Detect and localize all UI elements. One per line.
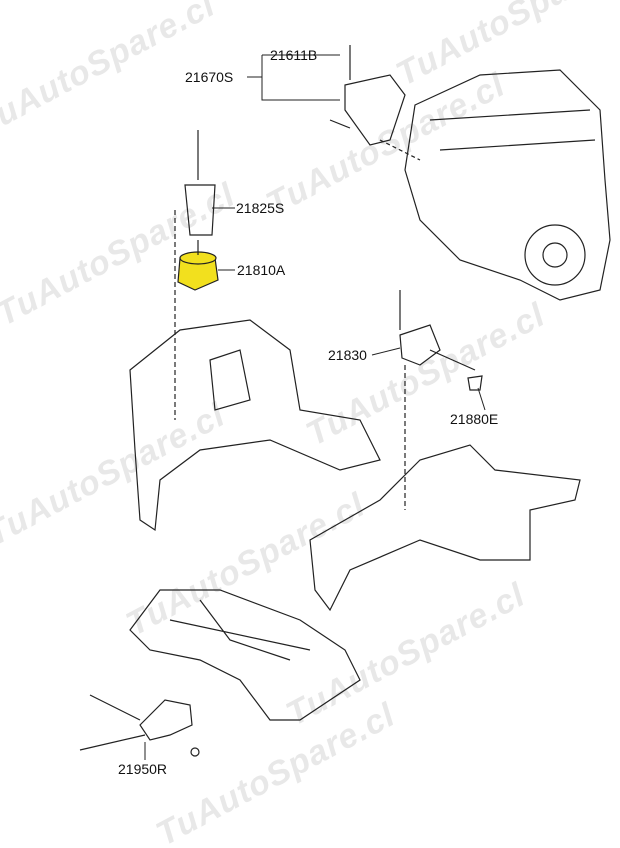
roll-rod-21950r — [139, 699, 193, 741]
part-label-21830: 21830 — [328, 347, 367, 363]
mount-21830 — [399, 324, 441, 366]
part-label-21825s: 21825S — [236, 200, 285, 216]
part-label-21611b: 21611B — [270, 47, 318, 63]
part-label-21950r: 21950R — [118, 761, 168, 777]
part-label-21880e: 21880E — [450, 411, 499, 427]
part-label-21810a: 21810A — [237, 262, 286, 278]
bracket-21670s — [344, 74, 406, 146]
part-label-21670s: 21670S — [185, 69, 234, 85]
right-frame — [309, 444, 581, 612]
bracket-21825s — [184, 184, 216, 236]
subframe — [129, 589, 361, 721]
engine-block — [404, 69, 611, 301]
left-frame — [129, 319, 381, 532]
